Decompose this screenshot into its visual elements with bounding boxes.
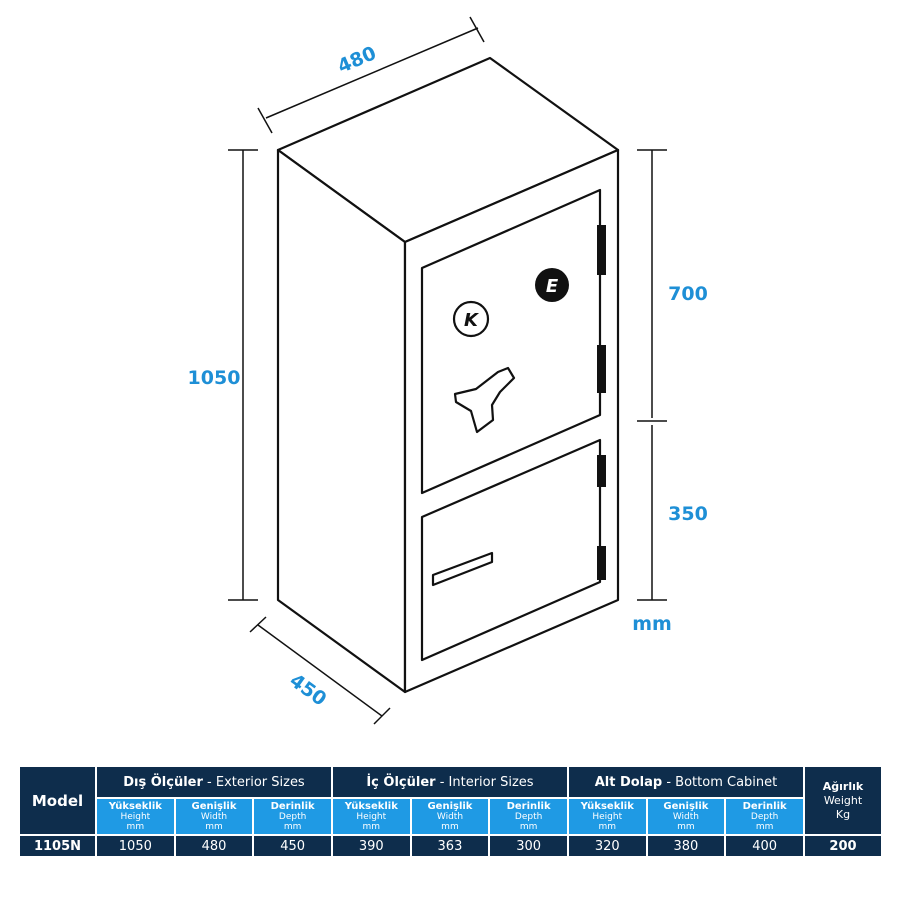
value-cell: 390 bbox=[330, 834, 412, 858]
unit-label: mm bbox=[632, 613, 672, 635]
safe-drawing: E K 480 1050 700 350 mm 450 bbox=[188, 16, 708, 725]
upper-height-dimension: 700 bbox=[668, 283, 708, 305]
electronic-lock-label: E bbox=[546, 276, 559, 297]
value-cell: 380 bbox=[645, 834, 727, 858]
deposit-slot bbox=[431, 551, 494, 587]
value-cell: 320 bbox=[566, 834, 648, 858]
lower-door bbox=[420, 438, 602, 662]
electronic-lock-icon bbox=[535, 268, 569, 302]
upper-door bbox=[420, 188, 602, 495]
height-dimension: 1050 bbox=[188, 367, 241, 389]
spec-table: Model Dış Ölçüler - Exterior Sizes İç Öl… bbox=[18, 765, 883, 858]
model-cell: 1105N bbox=[18, 834, 97, 858]
value-cell: 480 bbox=[173, 834, 255, 858]
safe-side-face bbox=[276, 148, 407, 694]
hinges bbox=[597, 225, 606, 580]
key-lock-label: K bbox=[464, 310, 480, 331]
value-cell: 400 bbox=[724, 834, 805, 858]
value-cell: 1050 bbox=[95, 834, 176, 858]
interior-group-header: İç Ölçüler - Interior Sizes bbox=[330, 765, 569, 799]
value-cell: 300 bbox=[488, 834, 569, 858]
value-cell: 450 bbox=[252, 834, 333, 858]
handle-icon bbox=[453, 366, 516, 434]
depth-dimension: 450 bbox=[285, 669, 330, 710]
bottom-cabinet-group-header: Alt Dolap - Bottom Cabinet bbox=[566, 765, 806, 799]
weight-cell: 200 bbox=[803, 834, 883, 858]
lower-height-dimension: 350 bbox=[668, 503, 708, 525]
model-header: Model bbox=[18, 765, 97, 836]
key-lock-icon bbox=[452, 300, 490, 338]
value-cell: 363 bbox=[409, 834, 491, 858]
dimension-lines bbox=[228, 16, 667, 725]
exterior-group-header: Dış Ölçüler - Exterior Sizes bbox=[95, 765, 333, 799]
